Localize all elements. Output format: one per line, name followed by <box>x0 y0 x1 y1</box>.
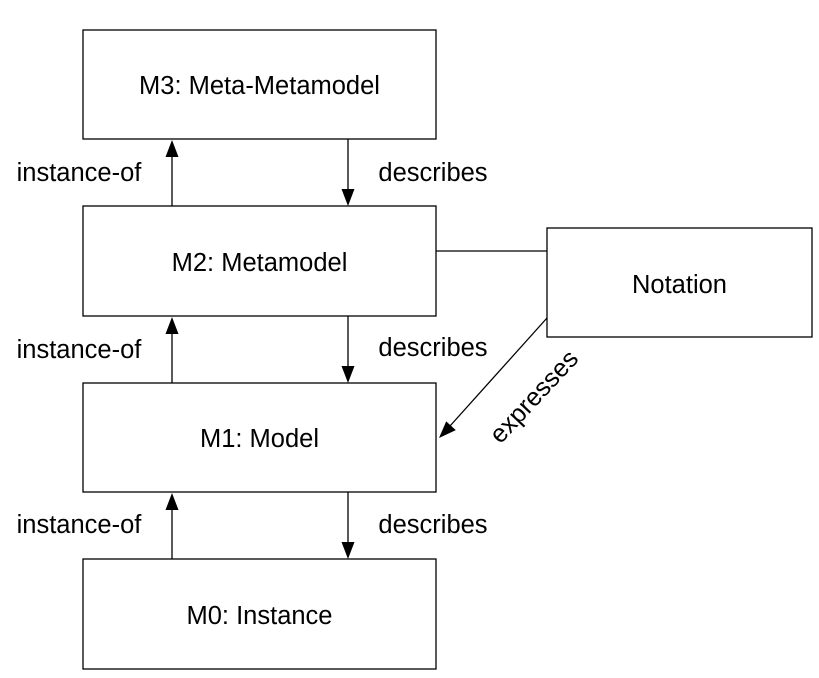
label-notation-m1-expresses: expresses <box>484 345 584 449</box>
label-m1-m0-describes: describes <box>378 511 487 539</box>
box-notation: Notation <box>546 227 813 338</box>
arrow-m2-describes-m1 <box>341 316 355 383</box>
box-m3-label: M3: Meta-Metamodel <box>139 72 380 100</box>
label-m3-m2-describes: describes <box>378 159 487 187</box>
box-m2-label: M2: Metamodel <box>172 249 348 277</box>
box-m0-label: M0: Instance <box>187 602 333 630</box>
label-m1-m2-instance-of: instance-of <box>17 336 143 364</box>
box-notation-label: Notation <box>632 271 727 299</box>
arrow-m0-instance-of-m1 <box>165 493 179 559</box>
arrow-m3-describes-m2 <box>341 139 355 206</box>
box-m3: M3: Meta-Metamodel <box>82 29 437 140</box>
box-m2: M2: Metamodel <box>82 205 437 317</box>
arrow-m1-instance-of-m2 <box>165 317 179 383</box>
label-m2-m1-describes: describes <box>378 334 487 362</box>
arrow-m2-instance-of-m3 <box>165 140 179 206</box>
label-m0-m1-instance-of: instance-of <box>17 511 143 539</box>
arrow-notation-expresses-m1 <box>439 317 548 438</box>
arrow-m1-describes-m0 <box>341 492 355 559</box>
box-m1: M1: Model <box>82 382 437 493</box>
box-m0: M0: Instance <box>82 558 437 670</box>
box-m1-label: M1: Model <box>200 425 319 453</box>
label-m2-m3-instance-of: instance-of <box>17 159 143 187</box>
